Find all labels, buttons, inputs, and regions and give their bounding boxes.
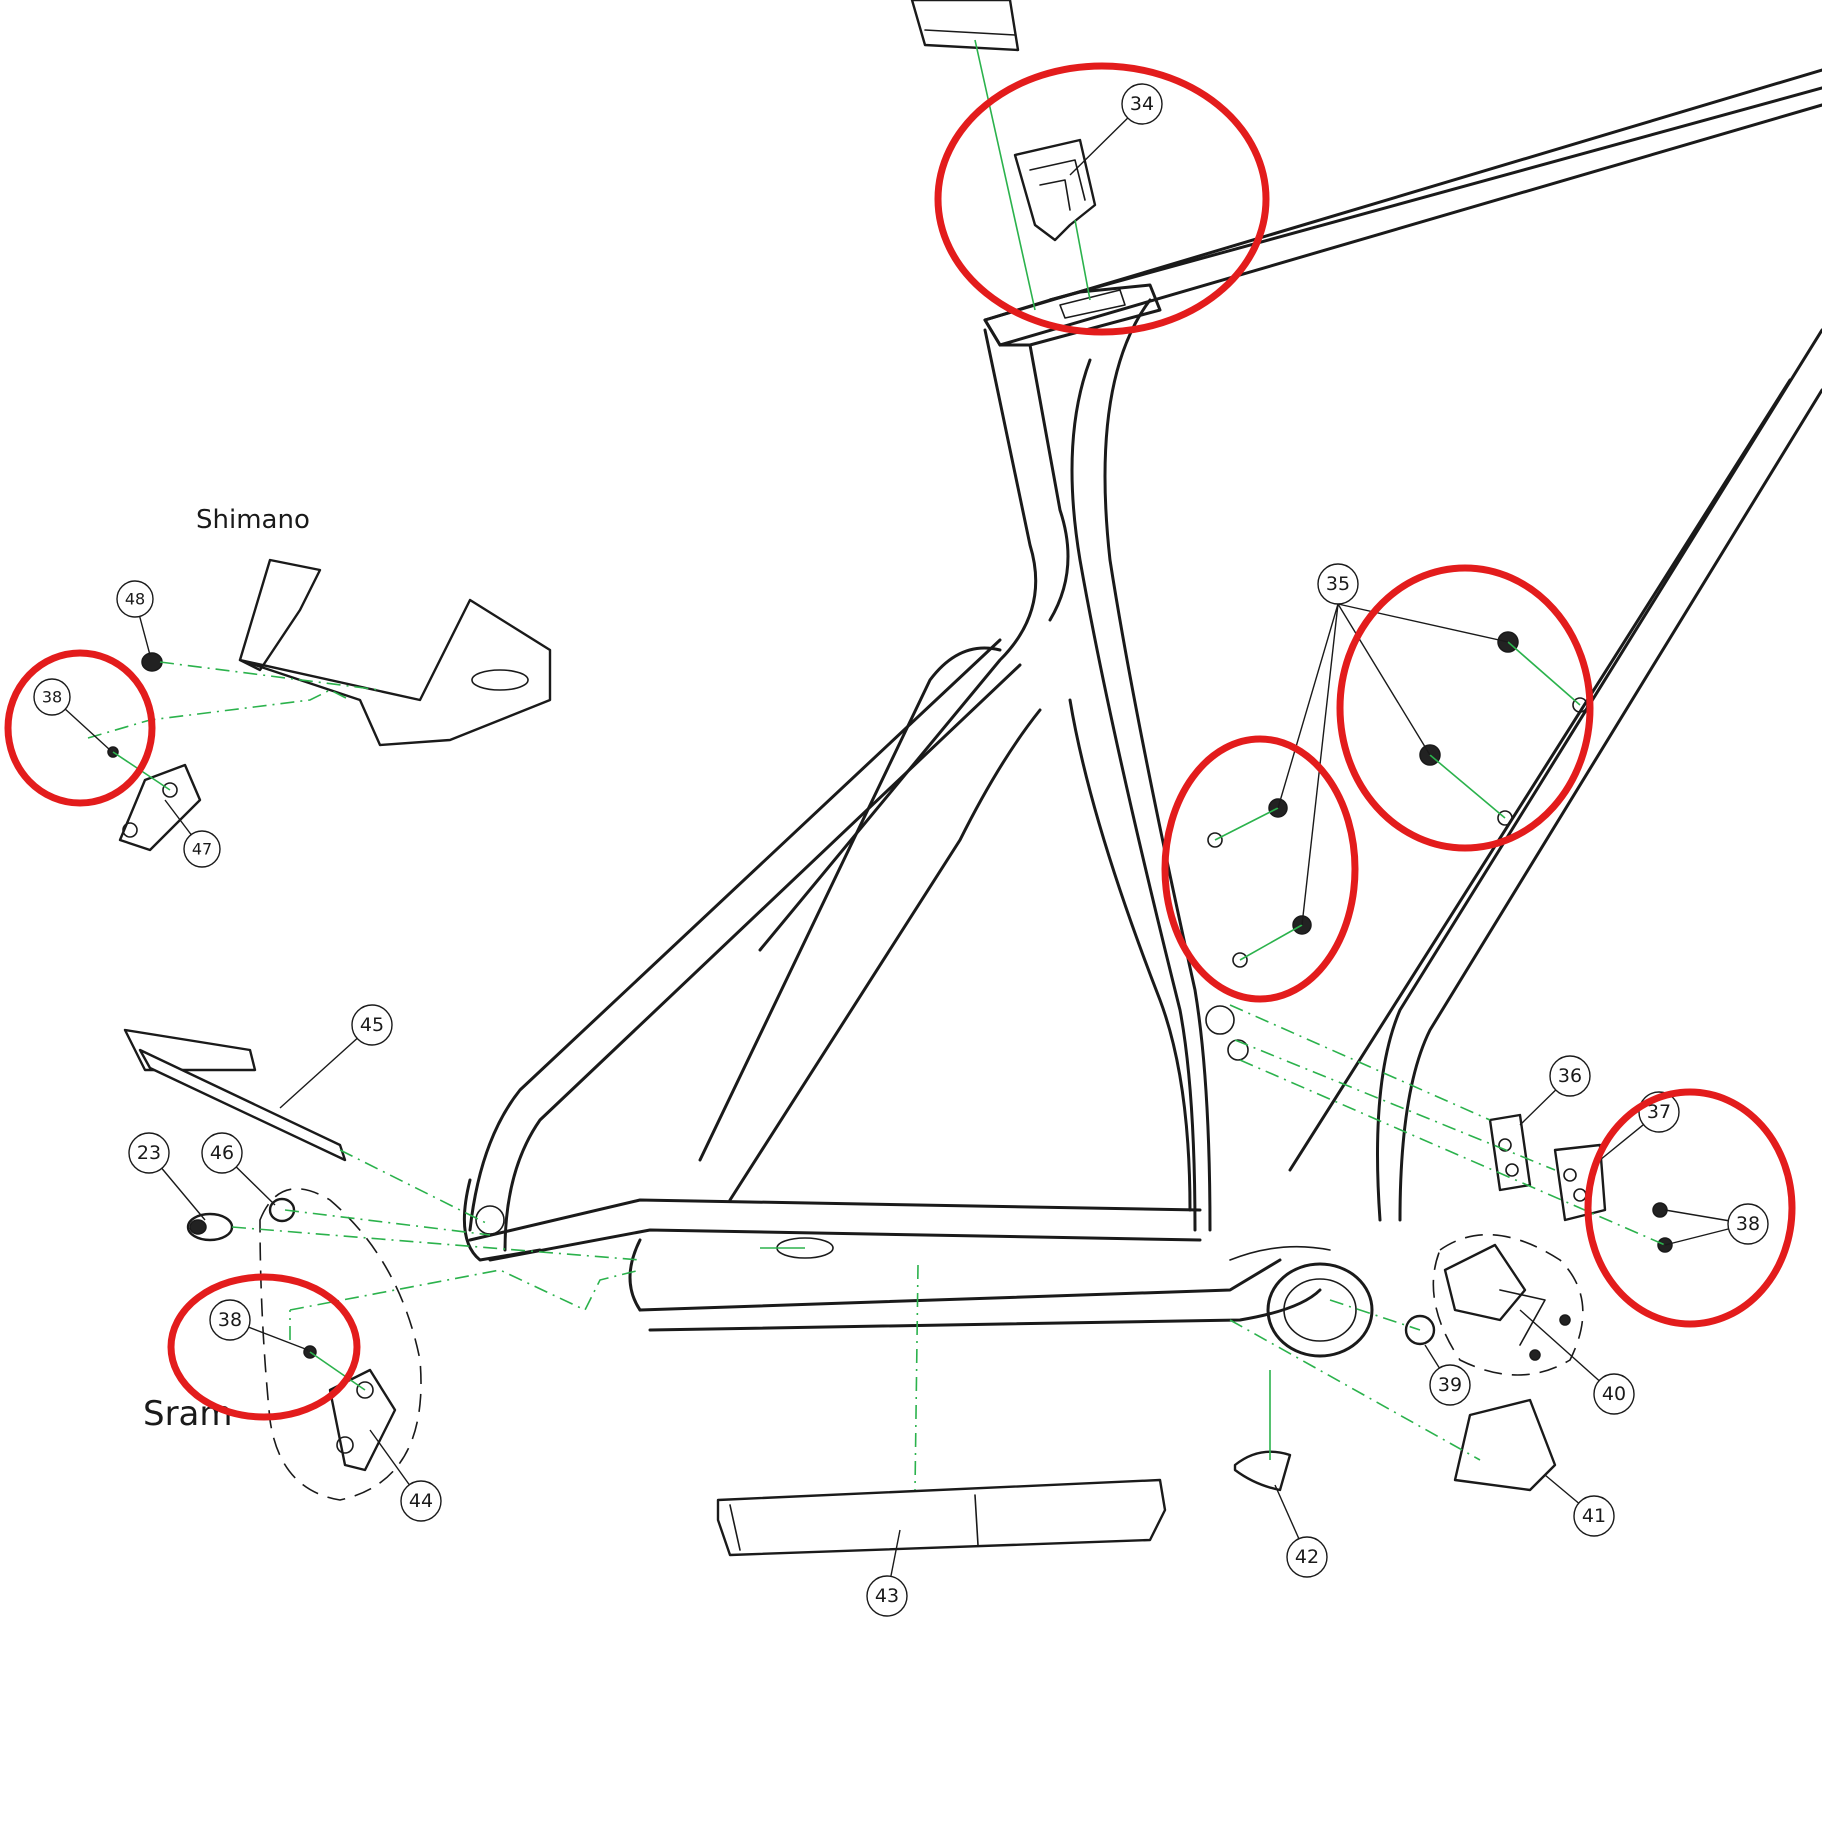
part-chainstay-protector <box>716 1478 1167 1557</box>
svg-text:47: 47 <box>192 840 212 859</box>
part-seat-clamp <box>1013 138 1097 242</box>
part-insert <box>268 1197 296 1223</box>
part-bushing <box>141 652 163 672</box>
svg-text:38: 38 <box>218 1309 242 1331</box>
svg-text:42: 42 <box>1295 1546 1319 1568</box>
callout-38-left-top: 38 <box>33 678 71 716</box>
callout-37: 37 <box>1638 1091 1680 1133</box>
svg-text:23: 23 <box>137 1142 161 1164</box>
svg-text:48: 48 <box>125 590 145 609</box>
highlight-screws-right <box>1584 1088 1796 1328</box>
svg-text:44: 44 <box>409 1490 433 1512</box>
part-chainstay-cover <box>1453 1398 1557 1492</box>
svg-text:43: 43 <box>875 1585 899 1607</box>
callout-23: 23 <box>128 1132 170 1174</box>
svg-text:41: 41 <box>1582 1505 1606 1527</box>
callout-42: 42 <box>1286 1536 1328 1578</box>
part-small-guide <box>1233 1450 1292 1492</box>
svg-text:38: 38 <box>1736 1213 1760 1235</box>
assembly-guide-lines <box>87 39 1666 1491</box>
callout-35: 35 <box>1317 563 1359 605</box>
shimano-label: Shimano <box>196 505 310 535</box>
callout-48: 48 <box>116 580 154 618</box>
svg-text:38: 38 <box>42 688 62 707</box>
sram-detail-outline <box>259 1188 422 1501</box>
callout-38-left-bottom: 38 <box>209 1299 251 1341</box>
callout-36: 36 <box>1549 1055 1591 1097</box>
part-thru-axle <box>123 1028 347 1162</box>
callout-46: 46 <box>201 1132 243 1174</box>
bb-guide-outline <box>1432 1233 1584 1376</box>
callout-34: 34 <box>1121 83 1163 125</box>
highlight-marks <box>4 62 1796 1421</box>
highlight-downtube-bolts <box>1336 564 1594 852</box>
svg-text:34: 34 <box>1130 93 1154 115</box>
callout-41: 41 <box>1573 1495 1615 1537</box>
svg-text:46: 46 <box>210 1142 234 1164</box>
part-shimano-dropout-detail <box>238 558 552 747</box>
svg-text:39: 39 <box>1438 1374 1462 1396</box>
part-bb-guide <box>1443 1243 1571 1361</box>
svg-text:36: 36 <box>1558 1065 1582 1087</box>
callout-45: 45 <box>351 1004 393 1046</box>
callout-43: 43 <box>866 1575 908 1617</box>
callout-38-right: 38 <box>1727 1203 1769 1245</box>
highlight-seattube-bolts <box>1161 735 1359 1003</box>
sram-label: Sram <box>143 1394 233 1434</box>
highlight-screw-left-bottom <box>167 1273 361 1421</box>
part-axle-nut <box>186 1212 234 1242</box>
callout-40: 40 <box>1593 1373 1635 1415</box>
svg-text:37: 37 <box>1647 1101 1671 1123</box>
svg-text:35: 35 <box>1326 573 1350 595</box>
highlight-seat-clamp <box>934 62 1270 336</box>
callout-44: 44 <box>400 1480 442 1522</box>
svg-text:40: 40 <box>1602 1383 1626 1405</box>
part-seatpost <box>910 0 1020 52</box>
bike-frame <box>462 68 1822 1358</box>
callout-39: 39 <box>1429 1364 1471 1406</box>
highlight-screw-left-top <box>4 649 156 807</box>
svg-text:45: 45 <box>360 1014 384 1036</box>
callout-47: 47 <box>183 830 221 868</box>
part-cable-plate <box>1488 1113 1532 1192</box>
part-derailleur-hanger-shimano <box>107 746 202 852</box>
